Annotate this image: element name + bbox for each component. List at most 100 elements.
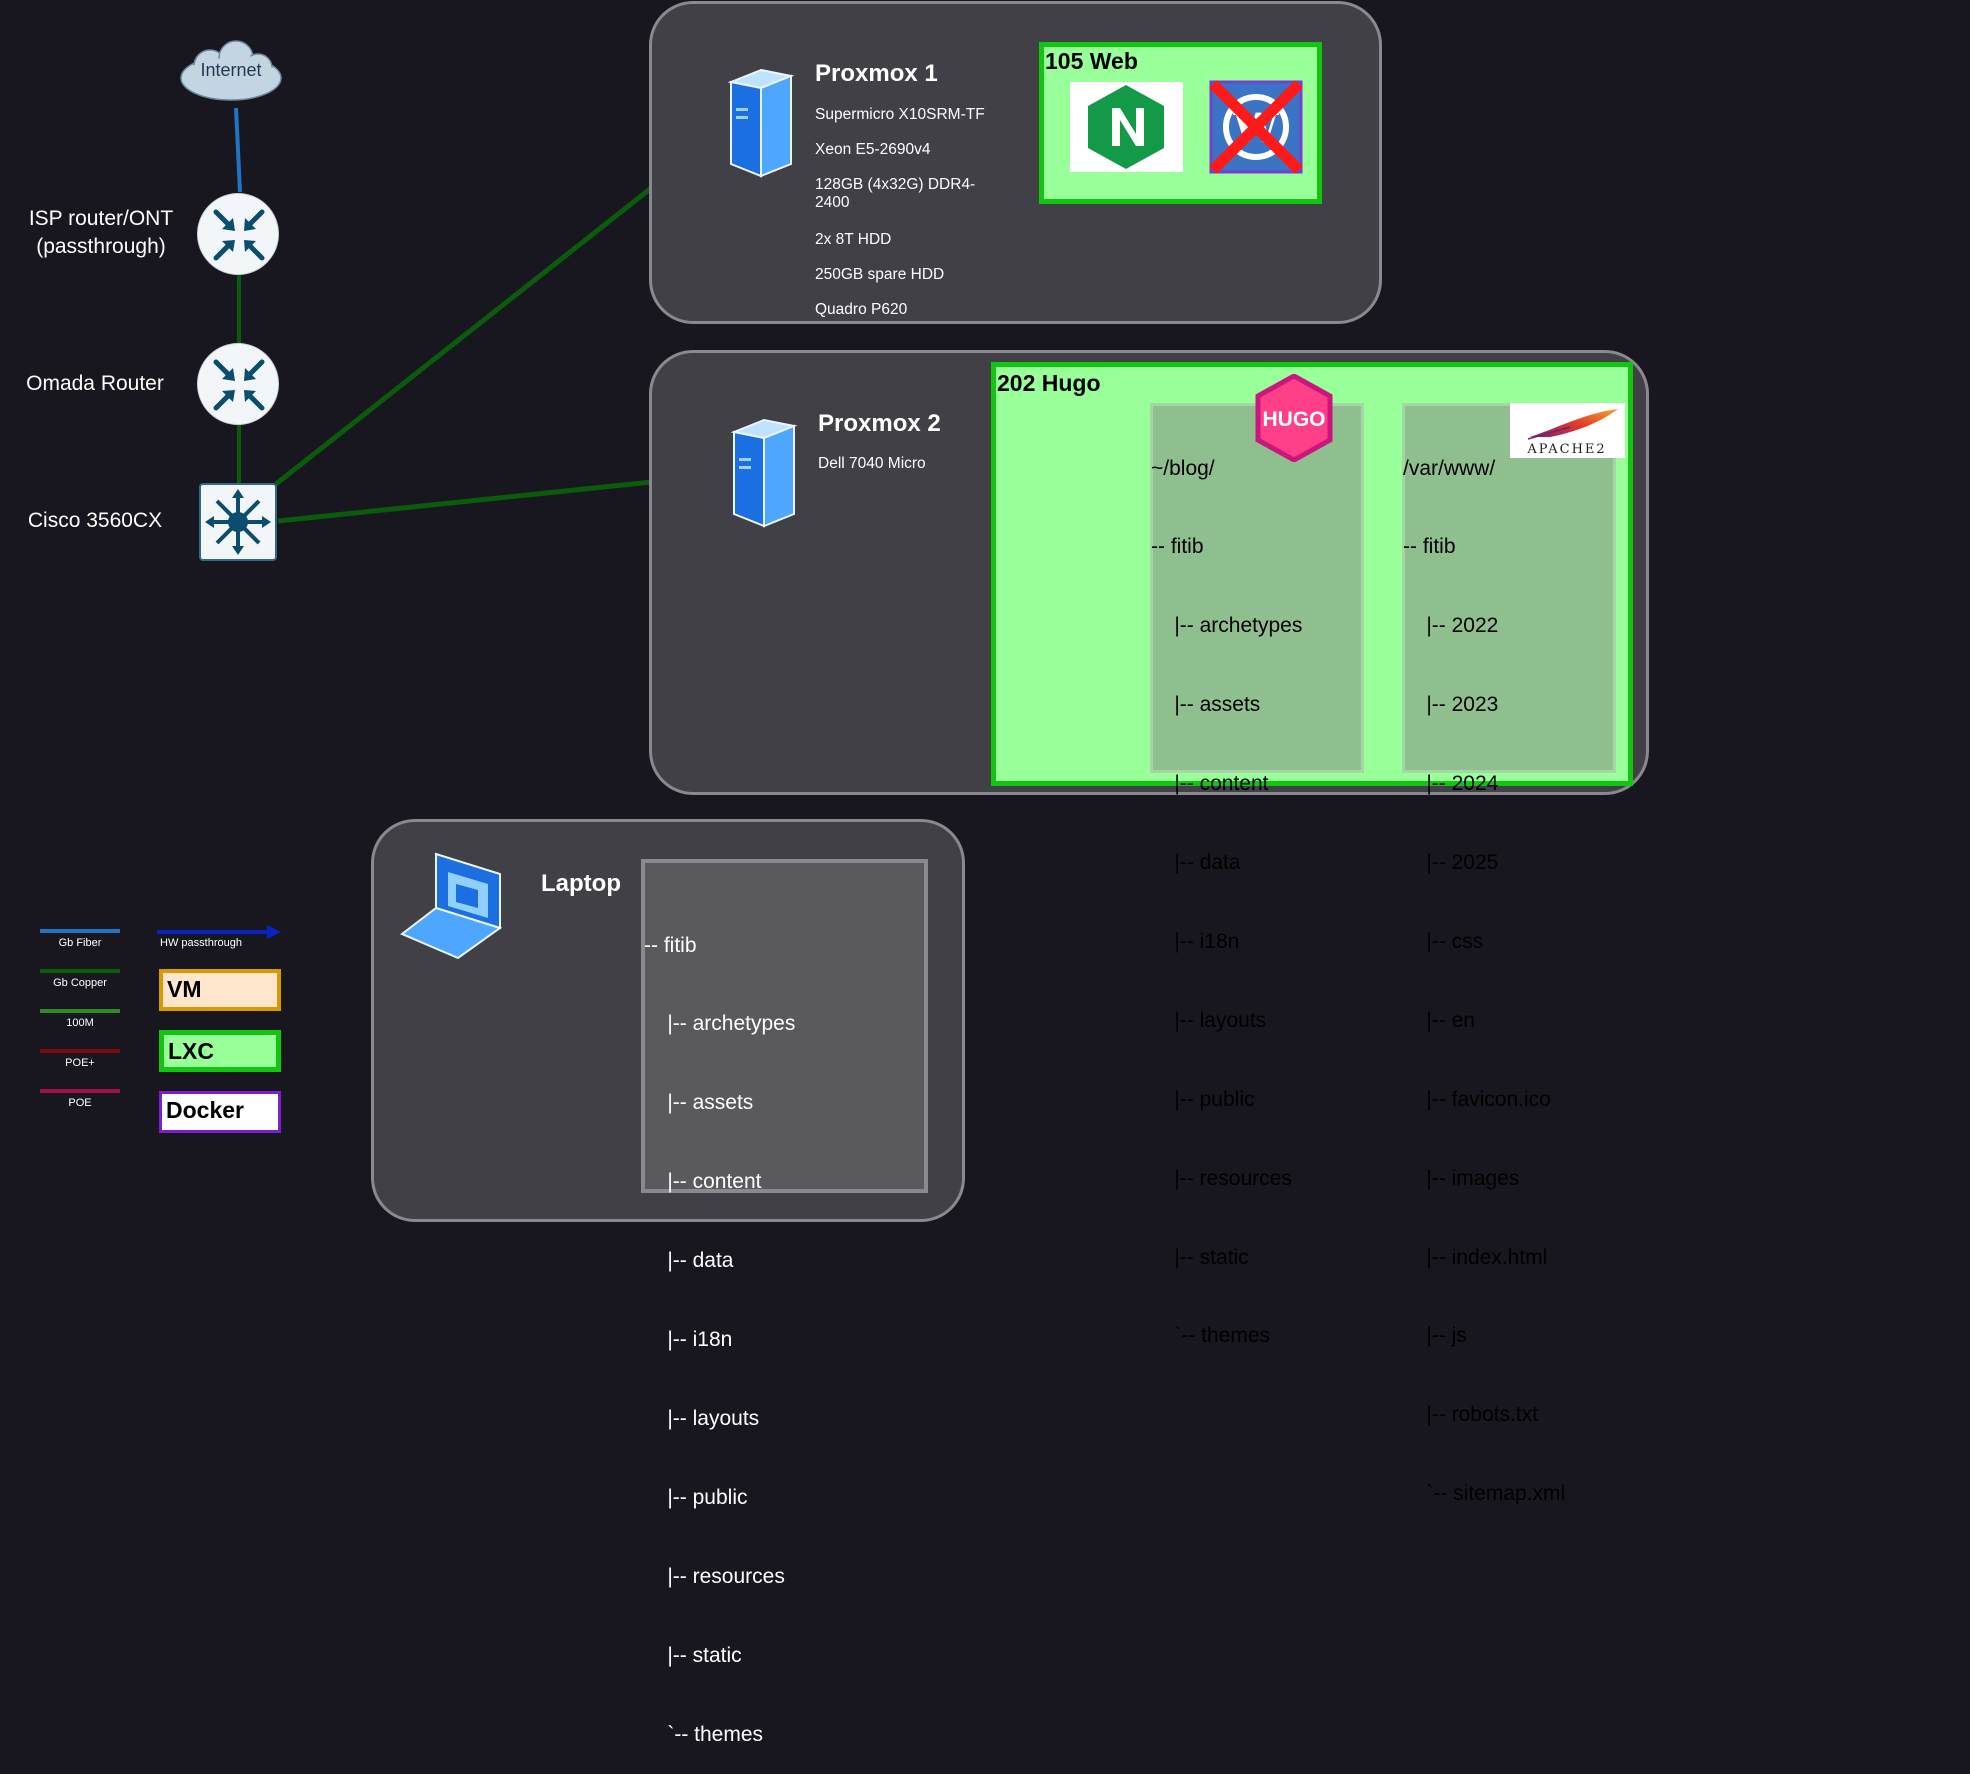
wordpress-crossed-icon: W (1209, 80, 1303, 174)
legend-poe-line (40, 1089, 120, 1093)
legend-copper-label: Gb Copper (53, 977, 107, 989)
cisco-switch-label: Cisco 3560CX (27, 509, 163, 532)
tree-line: |-- data (644, 1249, 734, 1273)
router-arrows-icon (213, 209, 265, 261)
tree-line: |-- public (1151, 1087, 1255, 1111)
laptop-icon[interactable] (400, 848, 506, 969)
legend-copper-line (40, 969, 120, 973)
tree-line: |-- 2022 (1403, 614, 1499, 638)
legend-poe-plus-line (40, 1049, 120, 1053)
laptop-tree: -- fitib |-- archetypes |-- assets |-- c… (644, 880, 795, 1774)
tree-line: |-- resources (1151, 1166, 1292, 1190)
tree-line: |-- static (1151, 1245, 1249, 1269)
proxmox1-spec: 128GB (4x32G) DDR4-2400 (815, 176, 976, 211)
proxmox1-spec: 2x 8T HDD (815, 231, 892, 248)
tree-line: |-- robots.txt (1403, 1403, 1538, 1427)
tree-line: |-- assets (1151, 693, 1261, 717)
proxmox1-spec: Supermicro X10SRM-TF (815, 106, 985, 123)
tree-line: |-- i18n (644, 1328, 733, 1352)
tree-line: |-- 2023 (1403, 693, 1499, 717)
proxmox1-spec: 250GB spare HDD (815, 266, 945, 283)
hugo-icon: HUGO (1255, 373, 1333, 463)
legend-fiber-line (40, 929, 120, 933)
legend-fiber-label: Gb Fiber (58, 937, 102, 949)
fiber-link (234, 107, 242, 193)
tree-line: |-- css (1403, 929, 1484, 953)
server-icon (727, 68, 795, 178)
legend-poe-label: POE (68, 1097, 92, 1109)
internet-cloud: Internet (176, 38, 286, 110)
apache-logo-text: APACHE2 (1526, 442, 1606, 457)
legend-passthrough-arrow (157, 925, 281, 939)
tree-line: |-- public (644, 1485, 748, 1509)
tree-line: |-- layouts (644, 1406, 760, 1430)
tree-line: |-- images (1403, 1166, 1520, 1190)
laptop-tree-box (641, 859, 928, 1193)
laptop-device-icon (400, 852, 503, 960)
legend-vm-box: VM (159, 969, 281, 1011)
isp-router-label: ISP router/ONT (passthrough) (14, 205, 188, 262)
tree-line: ~/blog/ (1151, 456, 1215, 480)
cisco-switch-icon[interactable] (199, 483, 277, 561)
tree-line: |-- assets (644, 1091, 754, 1115)
blog-tree: ~/blog/ -- fitib |-- archetypes |-- asse… (1151, 403, 1302, 1376)
tree-line: -- fitib (1403, 535, 1456, 559)
legend-passthrough-label: HW passthrough (160, 937, 242, 949)
tree-line: -- fitib (1151, 535, 1204, 559)
legend-lxc-box: LXC (159, 1030, 281, 1072)
tree-line: `-- sitemap.xml (1403, 1482, 1566, 1506)
www-tree-box (1402, 403, 1616, 773)
isp-router-label-line1: ISP router/ONT (28, 207, 174, 230)
tree-line: |-- 2025 (1403, 851, 1499, 875)
hugo-logo-text: HUGO (1263, 408, 1326, 431)
switch-star-icon (205, 489, 271, 555)
tree-line: |-- en (1403, 1008, 1475, 1032)
omada-router-label: Omada Router (26, 372, 164, 395)
tree-line: |-- favicon.ico (1403, 1087, 1551, 1111)
legend-poe-plus-label: POE+ (65, 1057, 95, 1069)
blog-tree-box (1150, 403, 1364, 773)
omada-router-icon[interactable] (197, 343, 279, 425)
cloud-icon (180, 40, 282, 101)
legend-100m-label: 100M (66, 1017, 94, 1029)
proxmox2-spec: Dell 7040 Micro (818, 455, 926, 472)
laptop-title: Laptop (541, 870, 621, 897)
apache-logo: APACHE2 (1510, 403, 1625, 458)
tree-line: /var/www/ (1403, 456, 1496, 480)
isp-router-icon[interactable] (197, 193, 279, 275)
web-container-title: 105 Web (1045, 48, 1138, 74)
www-tree: /var/www/ -- fitib |-- 2022 |-- 2023 |--… (1403, 403, 1565, 1534)
router-arrows-icon (213, 359, 265, 411)
proxmox1-spec: Xeon E5-2690v4 (815, 141, 931, 158)
tree-line: |-- layouts (1151, 1008, 1267, 1032)
legend-docker-box: Docker (159, 1091, 281, 1133)
tree-line: `-- themes (1151, 1324, 1271, 1348)
nginx-icon (1088, 85, 1164, 169)
legend-100m-line (40, 1009, 120, 1013)
tree-line: `-- themes (644, 1722, 764, 1746)
server-icon (730, 418, 798, 528)
proxmox2-title: Proxmox 2 (818, 410, 941, 437)
nginx-logo (1070, 82, 1183, 172)
tree-line: |-- resources (644, 1564, 785, 1588)
tree-line: |-- i18n (1151, 929, 1240, 953)
hugo-logo: HUGO (1254, 373, 1334, 463)
isp-router-label-line2: (passthrough) (36, 235, 166, 259)
tree-line: |-- archetypes (644, 1012, 796, 1036)
tree-line: |-- 2024 (1403, 772, 1499, 796)
wordpress-logo: W (1209, 80, 1303, 174)
tree-line: |-- index.html (1403, 1245, 1548, 1269)
apache-feather-icon: APACHE2 (1526, 409, 1618, 457)
proxmox1-server-icon[interactable] (727, 64, 795, 185)
hugo-container-title: 202 Hugo (997, 370, 1101, 396)
internet-label: Internet (200, 60, 262, 80)
tree-line: -- fitib (644, 933, 697, 957)
tree-line: |-- archetypes (1151, 614, 1303, 638)
proxmox1-title: Proxmox 1 (815, 60, 938, 87)
tree-line: |-- data (1151, 851, 1241, 875)
proxmox2-server-icon[interactable] (730, 414, 798, 535)
tree-line: |-- static (644, 1643, 742, 1667)
proxmox1-spec: Quadro P620 (815, 301, 908, 318)
tree-line: |-- js (1403, 1324, 1467, 1348)
tree-line: |-- content (1151, 772, 1269, 796)
